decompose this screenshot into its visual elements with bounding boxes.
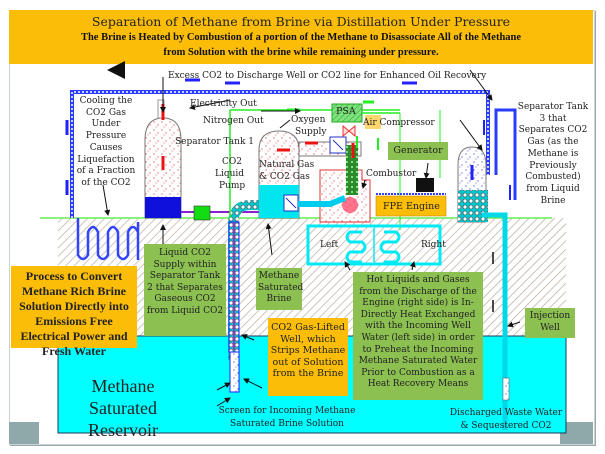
label-air-compressor: Air Compressor — [363, 118, 435, 128]
discharged-line: & Sequestered CO2 — [460, 421, 552, 431]
injection-well-screen — [502, 377, 510, 401]
fpe-engine-box — [375, 195, 447, 217]
label-combustor: Combustor — [366, 169, 417, 179]
generator-unit — [416, 178, 434, 192]
label-psa: PSA — [336, 106, 356, 117]
label-separator-tank-1: Separator Tank 1 — [175, 137, 254, 147]
separator-3-line: Separates CO2 — [518, 125, 588, 136]
separator-3-line: Gas (as the — [527, 137, 579, 148]
label-generator: Generator — [388, 142, 448, 160]
discharged-line: Discharged Waste Water — [449, 408, 563, 418]
label-nitrogen-out: Nitrogen Out — [203, 116, 264, 126]
hx-right-coil — [379, 230, 401, 264]
label-natural-gas-2: & CO2 Gas — [259, 172, 310, 182]
separator3-return-pipe — [494, 108, 517, 200]
label-excess-co2: Excess CO2 to Discharge Well or CO2 line… — [168, 71, 487, 81]
label-screen: Screen for Incoming Methane Saturated Br… — [213, 405, 361, 431]
hx-left-coil — [345, 230, 367, 264]
leader-lines — [102, 69, 521, 407]
corner-decoration-left — [9, 422, 39, 444]
separator-3-line: 3 that — [539, 113, 567, 124]
callout-injection-well: Injection Well — [525, 308, 575, 338]
separator-3-line: from Liquid — [526, 183, 580, 194]
label-hx-right: Right — [421, 240, 446, 250]
cooling-line: Liquefaction — [77, 154, 135, 165]
reservoir-line: Reservoir — [88, 420, 158, 440]
separator-3-line: Methane is — [527, 148, 579, 159]
label-electricity-out: Electricity Out — [190, 99, 257, 109]
callout-heat-recovery: Hot Liquids and Gases from the Discharge… — [353, 272, 483, 400]
title-banner: Separation of Methane from Brine via Dis… — [9, 10, 593, 64]
label-fpe-engine: FPE Engine — [383, 201, 440, 212]
cooling-coil — [76, 218, 140, 261]
label-co2-pump-3: Pump — [219, 181, 246, 191]
label-oxygen-supply-1: Oxygen — [291, 115, 326, 125]
injection-well-pipe — [482, 212, 508, 430]
diagram-subtitle-line-1: The Brine is Heated by Combustion of a p… — [80, 32, 522, 43]
cooling-line: Causes — [89, 142, 123, 153]
liquid-co2-pool — [145, 197, 181, 218]
corner-decoration-right — [560, 422, 593, 444]
label-co2-pump-1: CO2 — [222, 157, 242, 167]
separator-3-line: Previously — [529, 160, 577, 171]
cooling-line: of a Fraction — [76, 166, 136, 177]
combustor — [319, 169, 371, 223]
label-methane-reservoir: Methane Saturated Reservoir — [78, 375, 168, 441]
callout-gas-lifted-well: CO2 Gas-Lifted Well, which Strips Methan… — [268, 318, 348, 396]
cooling-line: Pressure — [85, 131, 127, 142]
diagram-subtitle-line-2: from Solution with the brine while remai… — [163, 47, 439, 58]
separator-3-line: Brine — [540, 195, 566, 206]
reservoir-line: Saturated — [89, 398, 157, 418]
oxygen-feed-column — [346, 145, 358, 195]
cooling-line: Under — [91, 119, 121, 130]
callout-process-summary: Process to Convert Methane Rich Brine So… — [11, 266, 137, 358]
callout-liquid-co2: Liquid CO2 Supply within Separator Tank … — [144, 244, 226, 336]
label-co2-pump-2: Liquid — [215, 169, 245, 179]
separator-3-line: Combusted) — [525, 172, 581, 183]
callout-methane-saturated-brine: Methane Saturated Brine — [256, 268, 303, 310]
label-hx-left: Left — [320, 240, 339, 250]
heat-exchanger — [306, 224, 442, 266]
well-screen — [229, 351, 240, 393]
oxygen-valve — [342, 124, 356, 138]
air-compressor-unit — [365, 115, 381, 129]
separator-3-line: Separator Tank — [517, 102, 589, 112]
label-natural-gas-1: Natural Gas — [259, 160, 315, 170]
screen-line: Screen for Incoming Methane — [218, 406, 356, 416]
screen-line: Saturated Brine Solution — [230, 419, 344, 429]
cooling-line: CO2 Gas — [85, 107, 127, 118]
flame — [342, 197, 358, 213]
co2-liquid-pump — [193, 205, 211, 221]
label-discharged: Discharged Waste Water & Sequestered CO2 — [448, 407, 564, 433]
cooling-line: Cooling the — [79, 96, 133, 106]
label-oxygen-supply-2: Supply — [295, 127, 327, 137]
reservoir-line: Methane — [91, 376, 155, 396]
cooling-line: of the CO2 — [81, 177, 131, 188]
label-cooling: Cooling the CO2 Gas Under Pressure Cause… — [76, 96, 136, 190]
diagram-title: Separation of Methane from Brine via Dis… — [91, 14, 511, 29]
label-separator-tank-3: Separator Tank 3 that Separates CO2 Gas … — [517, 102, 589, 207]
